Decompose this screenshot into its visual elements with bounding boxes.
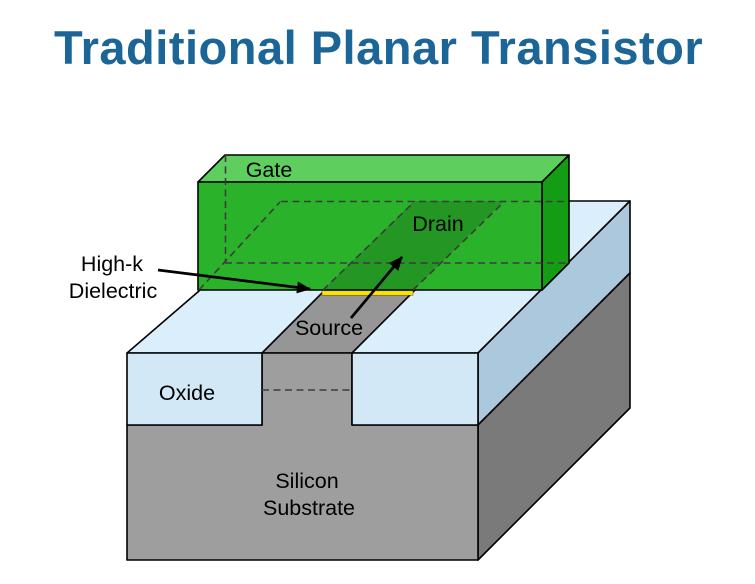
channel-right-edge-hidden bbox=[412, 201, 505, 291]
highk-label-line2: Dielectric bbox=[69, 279, 158, 303]
substrate-label-line2: Substrate bbox=[263, 496, 355, 520]
gate-front-face bbox=[197, 181, 543, 291]
highk-dielectric-layer bbox=[321, 290, 414, 296]
source-label: Source bbox=[295, 316, 363, 340]
hidden-edges bbox=[198, 155, 568, 291]
channel-left-edge-hidden bbox=[322, 201, 415, 291]
drain-current-arrow bbox=[349, 256, 404, 319]
oxide-label: Oxide bbox=[159, 381, 215, 405]
substrate-label-line1: Silicon bbox=[275, 469, 338, 493]
oxide-left-edge-hidden bbox=[198, 201, 281, 291]
page-title: Traditional Planar Transistor bbox=[54, 21, 703, 74]
highk-label-line1: High-k bbox=[81, 252, 143, 276]
drain-label: Drain bbox=[412, 212, 463, 236]
channel-behind-gate-shade bbox=[323, 201, 504, 290]
gate-label: Gate bbox=[246, 158, 293, 182]
oxide-front-left bbox=[126, 352, 263, 426]
oxide-front-right bbox=[351, 352, 479, 426]
highk-pointer-arrow bbox=[157, 268, 311, 294]
